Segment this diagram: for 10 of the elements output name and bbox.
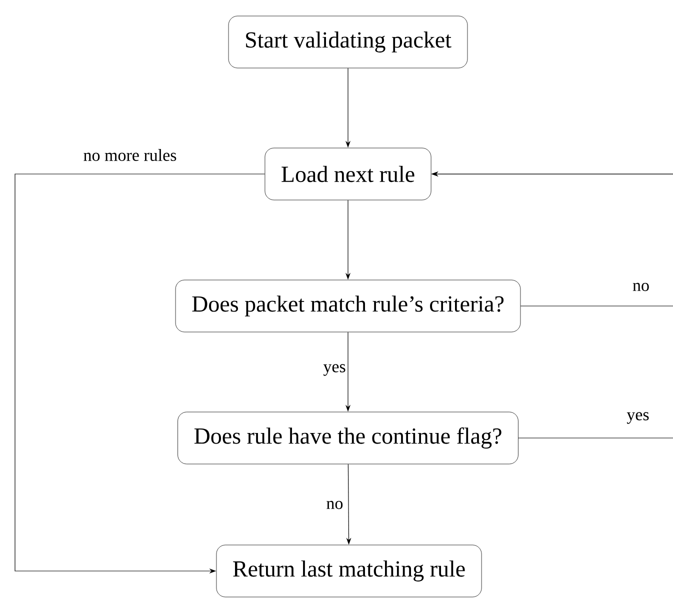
edge-label: no [326, 500, 343, 510]
process-box: Start validating packet [228, 16, 468, 68]
process-box: Does rule have the continue flag? [178, 412, 518, 464]
edge-label: yes [626, 412, 649, 424]
edge-label: yes [323, 364, 346, 376]
edge-label: no [632, 282, 649, 292]
process-box: Does packet match rule’s criteria? [175, 280, 521, 332]
process-box: Return last matching rule [216, 544, 482, 598]
edge-label: no more rules [84, 149, 176, 161]
process-box: Load next rule [264, 148, 432, 200]
